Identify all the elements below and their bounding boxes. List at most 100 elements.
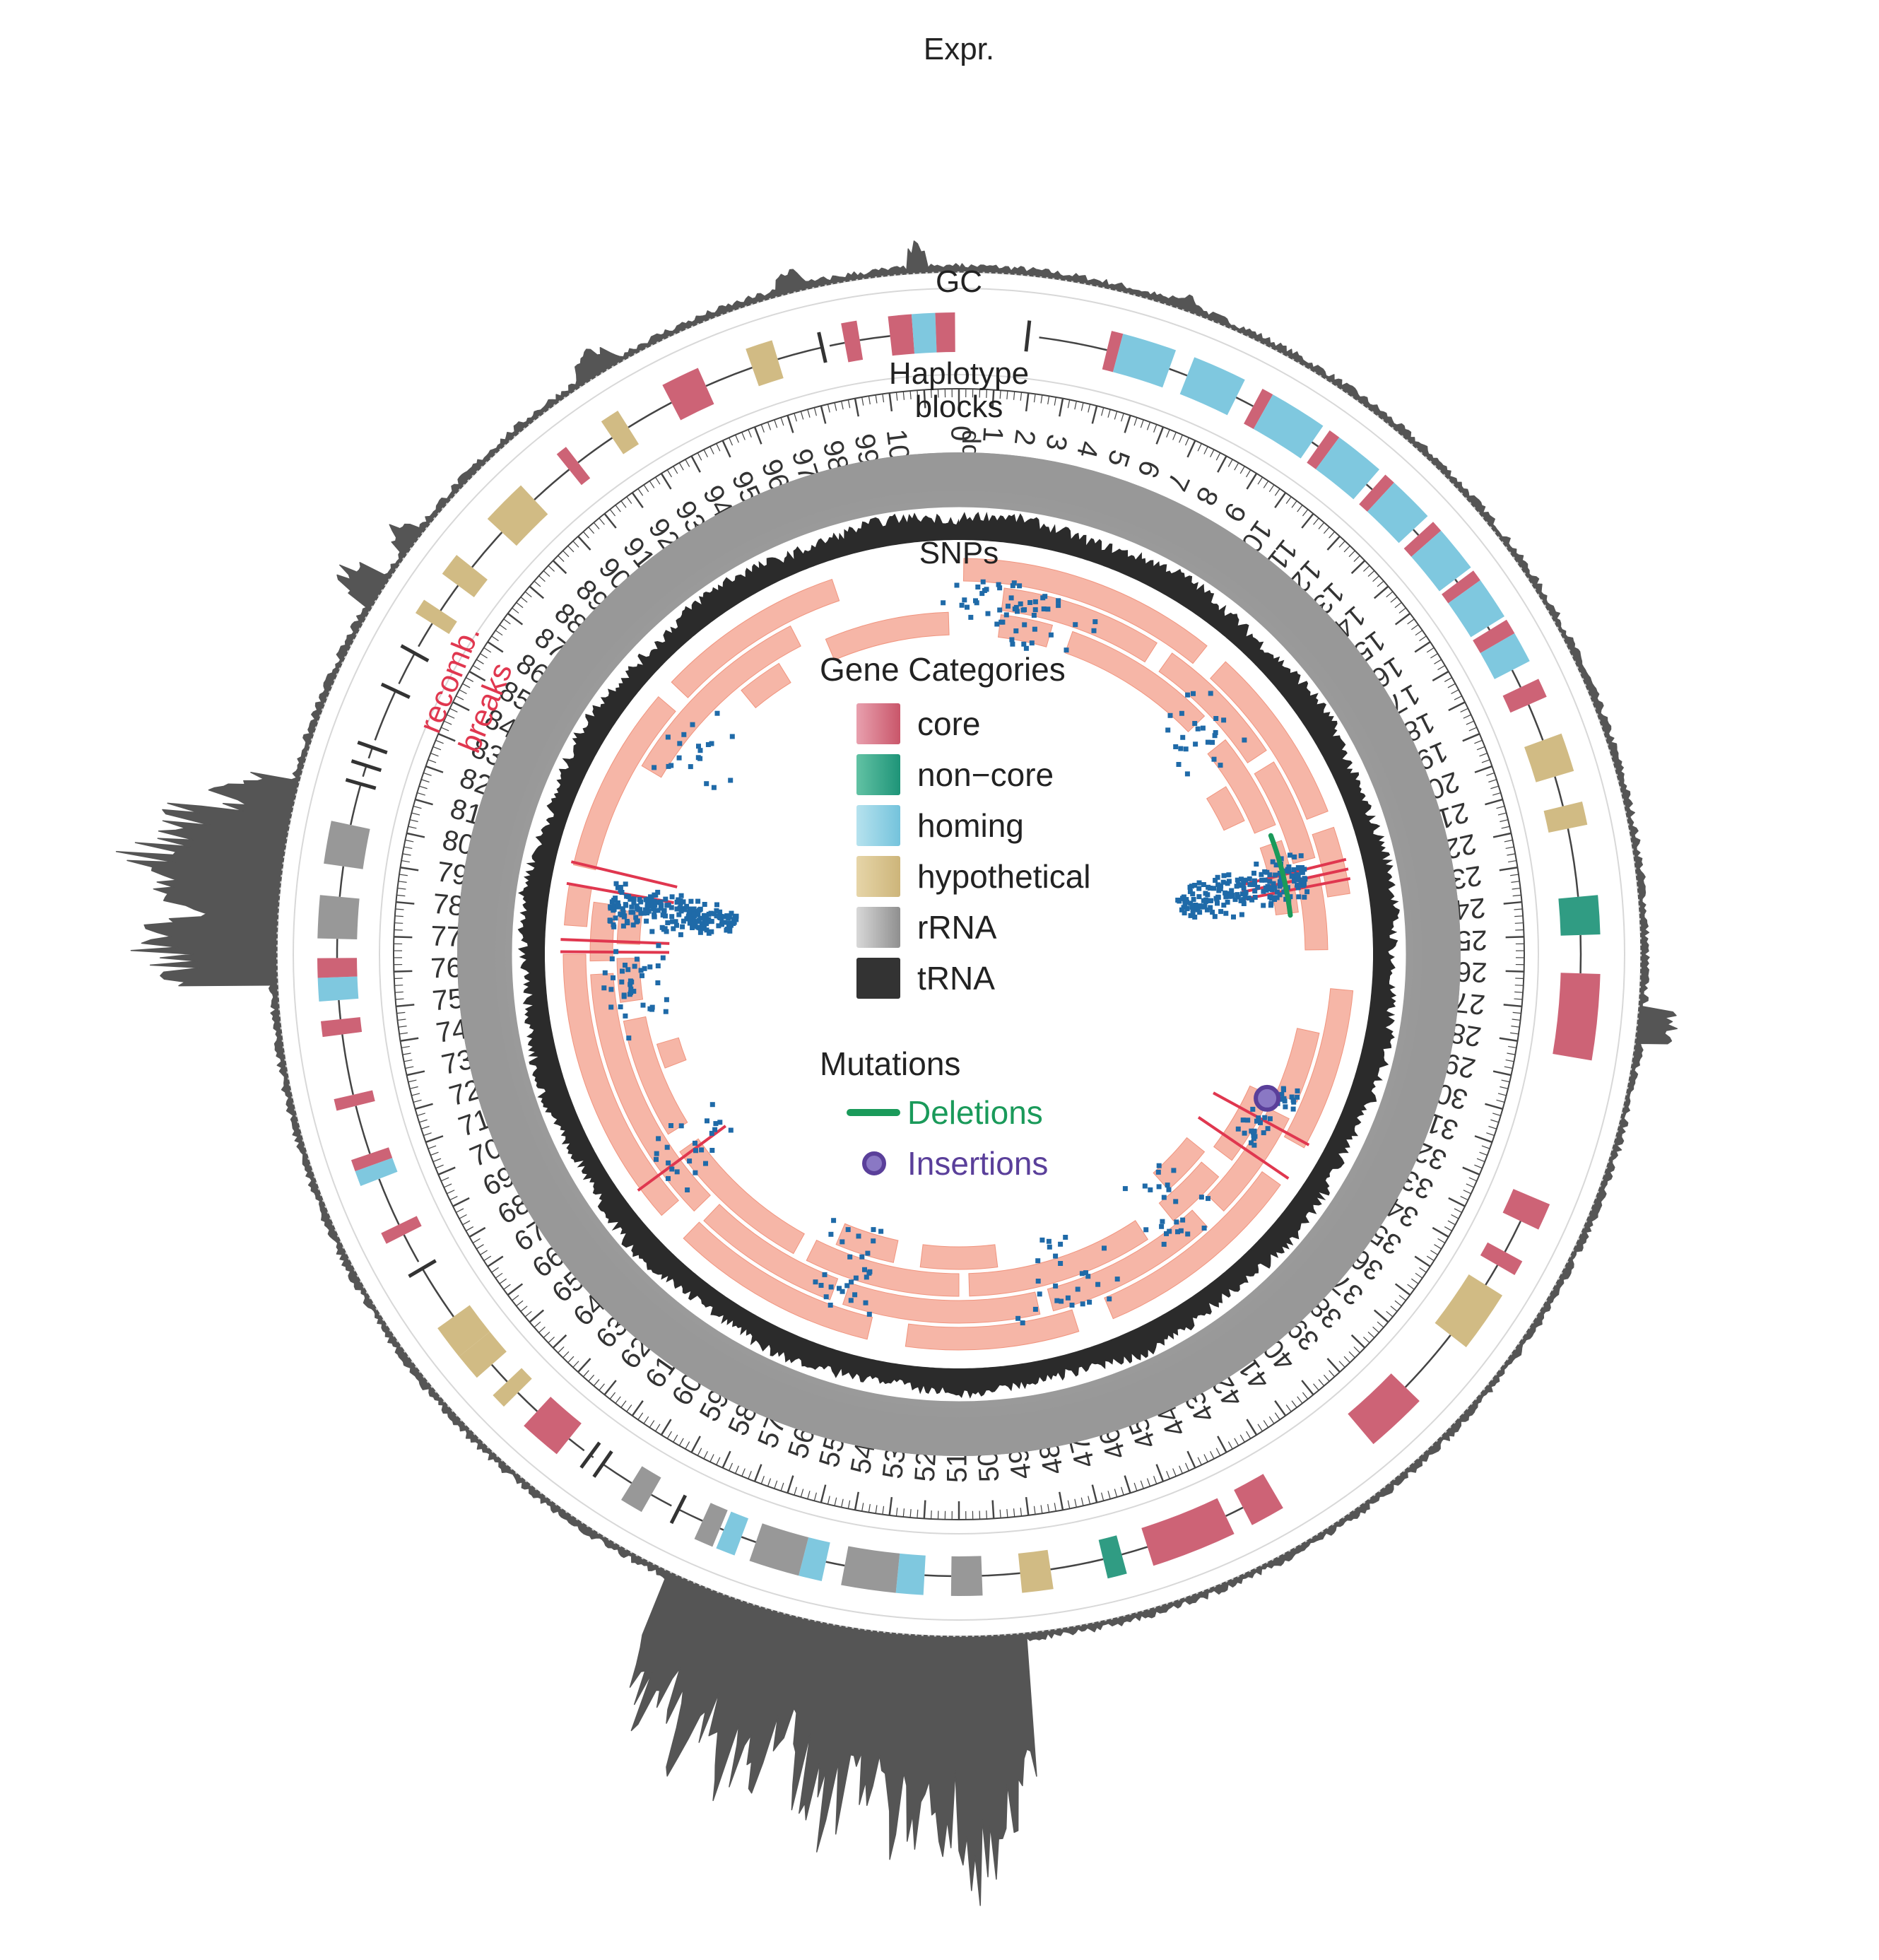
snp <box>641 1003 646 1008</box>
gene-backbone <box>706 368 752 386</box>
gene-backbone <box>1406 1335 1451 1387</box>
snp <box>668 1123 673 1128</box>
axis-tick <box>1411 625 1418 630</box>
axis-tick <box>423 773 431 775</box>
snp <box>1239 876 1244 881</box>
snp <box>1278 892 1283 897</box>
axis-tick <box>1026 393 1028 411</box>
axis-tick <box>1399 1296 1406 1301</box>
snp <box>864 1301 868 1305</box>
axis-tick <box>1493 833 1511 838</box>
snp <box>1191 897 1196 902</box>
snp <box>823 1272 827 1277</box>
snp <box>1009 595 1014 600</box>
snp <box>1162 1242 1167 1247</box>
gene-trna <box>409 1261 436 1277</box>
snp <box>608 987 613 992</box>
axis-tick <box>408 1080 417 1082</box>
axis-tick <box>1477 1158 1485 1161</box>
snp <box>1202 904 1207 909</box>
snp <box>649 898 654 903</box>
axis-tick <box>1114 411 1117 420</box>
axis-tick <box>534 1322 541 1327</box>
snp <box>1039 1238 1044 1243</box>
snp <box>1296 865 1301 870</box>
snp <box>706 742 711 747</box>
snp <box>678 932 683 937</box>
axis-tick <box>781 418 784 426</box>
axis-tick <box>1352 1335 1365 1348</box>
axis-tick <box>910 391 911 399</box>
gene-rrna <box>951 1556 983 1596</box>
axis-tick <box>632 1401 643 1416</box>
snp <box>685 1187 690 1192</box>
snp <box>828 1303 833 1308</box>
axis-tick <box>1488 1127 1496 1129</box>
snp <box>706 917 711 922</box>
axis-tick <box>447 1190 454 1194</box>
gene-trna <box>351 761 381 770</box>
gene-trna <box>581 1443 599 1467</box>
axis-tick <box>1448 683 1456 688</box>
axis-tick <box>517 1301 523 1305</box>
axis-tick <box>1292 1401 1297 1408</box>
gene-rrna <box>324 821 370 869</box>
axis-tick <box>405 1067 413 1068</box>
legend: Gene Categories core non−core homing hyp… <box>820 650 1187 1189</box>
axis-tick-label: 5 <box>1101 446 1136 471</box>
axis-tick <box>1007 1509 1008 1518</box>
snp <box>1256 1115 1261 1120</box>
snp <box>631 922 636 927</box>
snp <box>829 1284 834 1289</box>
gene-backbone <box>1485 1265 1497 1285</box>
snp <box>837 1286 842 1291</box>
axis-tick <box>410 1086 418 1088</box>
axis-tick <box>1352 561 1365 573</box>
axis-tick <box>1427 647 1434 652</box>
snp <box>1235 892 1240 897</box>
gene-trna <box>401 646 429 661</box>
axis-tick <box>1466 1184 1474 1187</box>
axis-tick <box>1415 1273 1422 1278</box>
axis-tick <box>1477 746 1485 749</box>
axis-tick <box>1349 1351 1355 1358</box>
axis-tick <box>896 1508 897 1516</box>
axis-tick <box>748 1471 751 1479</box>
axis-tick <box>1258 477 1262 484</box>
axis-tick <box>883 394 884 402</box>
axis-tick <box>394 978 403 979</box>
gene-backbone <box>534 469 569 500</box>
axis-tick <box>480 1250 487 1255</box>
axis-tick <box>808 409 810 418</box>
axis-tick <box>521 1306 527 1312</box>
snp <box>1206 740 1211 745</box>
snp <box>688 764 693 769</box>
deletion-swatch <box>847 1109 900 1116</box>
legend-item-insertions: Insertions <box>820 1138 1187 1189</box>
snp <box>601 985 606 990</box>
axis-tick <box>573 541 579 547</box>
snp <box>731 921 736 926</box>
snp <box>1017 583 1022 588</box>
axis-tick <box>1435 1245 1442 1249</box>
snp <box>1203 898 1208 903</box>
axis-tick <box>450 1197 458 1200</box>
axis-tick <box>553 561 567 573</box>
axis-tick <box>1319 522 1324 529</box>
gene-backbone <box>472 532 502 567</box>
axis-tick <box>814 408 816 416</box>
snp <box>1304 889 1309 894</box>
axis-tick <box>410 820 418 822</box>
snp <box>840 1239 844 1244</box>
gene-backbone <box>1312 442 1319 447</box>
snp <box>974 600 979 605</box>
axis-tick <box>1396 1284 1410 1295</box>
axis-tick <box>1492 793 1501 795</box>
axis-tick <box>1339 1361 1345 1368</box>
gene-hypothetical <box>1018 1550 1054 1593</box>
axis-tick <box>644 1416 649 1424</box>
axis-tick <box>755 1465 761 1481</box>
axis-tick <box>1102 1493 1104 1501</box>
gc-label: GC <box>936 264 982 299</box>
axis-tick <box>621 1401 626 1408</box>
